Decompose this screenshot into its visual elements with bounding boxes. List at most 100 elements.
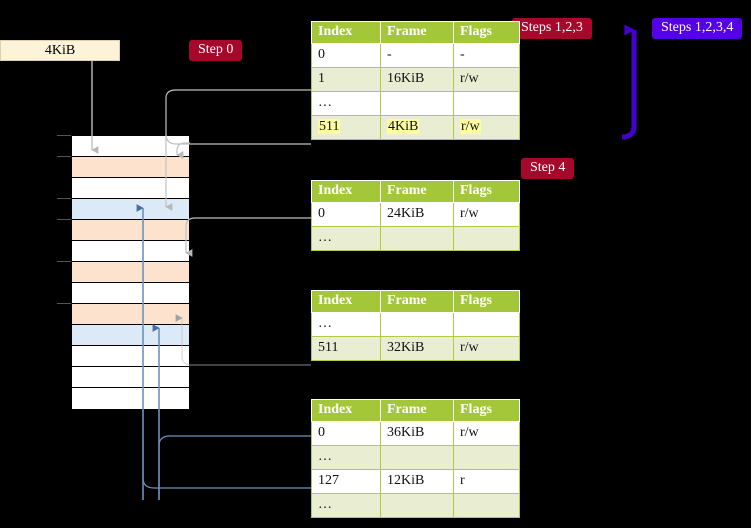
memory-row-tick: [57, 135, 71, 136]
memory-row-tick: [57, 261, 71, 262]
cell-flags: [453, 226, 520, 251]
memory-row: [72, 199, 189, 220]
cell-flags: r/w: [453, 202, 520, 227]
cell-text: r/w: [460, 119, 481, 134]
memory-row: [72, 367, 189, 388]
cell-index: 0: [311, 421, 381, 446]
memory-row-tick: [57, 219, 71, 220]
cell-frame: 24KiB: [380, 202, 454, 227]
cell-frame: [380, 445, 454, 470]
cell-frame: 4KiB: [380, 115, 454, 140]
badge-label: Steps 1,2,3: [521, 20, 583, 35]
cell-flags: r/w: [453, 421, 520, 446]
badge-steps1234: Steps 1,2,3,4: [652, 18, 743, 39]
arrow-pt-row0-connector: [158, 435, 311, 500]
memory-row: [72, 325, 189, 346]
cell-index: …: [311, 493, 381, 518]
memory-grid: [71, 135, 190, 409]
cell-frame: [380, 91, 454, 116]
cell-frame: [380, 226, 454, 251]
memory-row: [72, 178, 189, 199]
cell-frame: -: [380, 43, 454, 68]
badge-label: Step 4: [530, 160, 566, 175]
frame-size-label: 4KiB: [44, 43, 76, 58]
table-row: 511 4KiB r/w: [311, 115, 520, 140]
cell-text: 511: [318, 119, 341, 134]
cell-index: 127: [311, 469, 381, 494]
memory-row: [72, 283, 189, 304]
memory-row: [72, 241, 189, 262]
memory-row: [72, 157, 189, 178]
arrow-steps-1234: [621, 24, 637, 140]
table-row: 0--: [311, 43, 520, 68]
cell-flags: r/w: [453, 115, 520, 140]
column-header-frame: Frame: [380, 21, 454, 44]
table-row: …: [311, 445, 520, 470]
column-header-flags: Flags: [453, 21, 520, 44]
cell-flags: r: [453, 469, 520, 494]
column-header-frame: Frame: [380, 399, 454, 422]
frame-size-box: 4KiB: [0, 40, 120, 61]
table-row: …: [311, 226, 520, 251]
memory-row: [72, 388, 189, 409]
column-header-index: Index: [311, 290, 381, 313]
badge-label: Step 0: [198, 42, 234, 57]
cell-text: 4KiB: [387, 119, 420, 134]
cell-index: 511: [311, 115, 381, 140]
memory-row: [72, 262, 189, 283]
cell-flags: [453, 445, 520, 470]
cell-index: 511: [311, 336, 381, 361]
arrow-pt-row127-connector: [142, 440, 311, 489]
column-header-frame: Frame: [380, 180, 454, 203]
memory-row: [72, 346, 189, 367]
cell-index: 0: [311, 202, 381, 227]
cell-index: …: [311, 312, 381, 337]
memory-row-tick: [57, 156, 71, 157]
column-header-flags: Flags: [453, 290, 520, 313]
badge-step4: Step 4: [521, 158, 575, 179]
arrow-pd-into-memory: [175, 314, 311, 366]
cell-flags: -: [453, 43, 520, 68]
cell-flags: r/w: [453, 336, 520, 361]
cell-index: 1: [311, 67, 381, 92]
badge-steps123: Steps 1,2,3: [512, 18, 592, 39]
cell-index: 0: [311, 43, 381, 68]
arrow-pdp-into-memory: [185, 217, 311, 257]
cell-index: …: [311, 91, 381, 116]
column-header-index: Index: [311, 180, 381, 203]
badge-step0: Step 0: [189, 40, 243, 61]
cell-index: …: [311, 226, 381, 251]
cell-flags: [453, 493, 520, 518]
memory-row-tick: [57, 198, 71, 199]
cell-frame: 32KiB: [380, 336, 454, 361]
cell-frame: [380, 493, 454, 518]
cell-frame: 16KiB: [380, 67, 454, 92]
cell-frame: 36KiB: [380, 421, 454, 446]
column-header-flags: Flags: [453, 180, 520, 203]
cell-frame: 12KiB: [380, 469, 454, 494]
cell-flags: r/w: [453, 67, 520, 92]
memory-row: [72, 220, 189, 241]
cell-frame: [380, 312, 454, 337]
column-header-index: Index: [311, 21, 381, 44]
cell-index: …: [311, 445, 381, 470]
memory-row: [72, 136, 189, 157]
memory-row-tick: [57, 303, 71, 304]
memory-row: [72, 304, 189, 325]
cell-flags: [453, 312, 520, 337]
column-header-index: Index: [311, 399, 381, 422]
table-row: …: [311, 91, 520, 116]
table-row: …: [311, 312, 520, 337]
badge-label: Steps 1,2,3,4: [661, 20, 734, 35]
column-header-frame: Frame: [380, 290, 454, 313]
